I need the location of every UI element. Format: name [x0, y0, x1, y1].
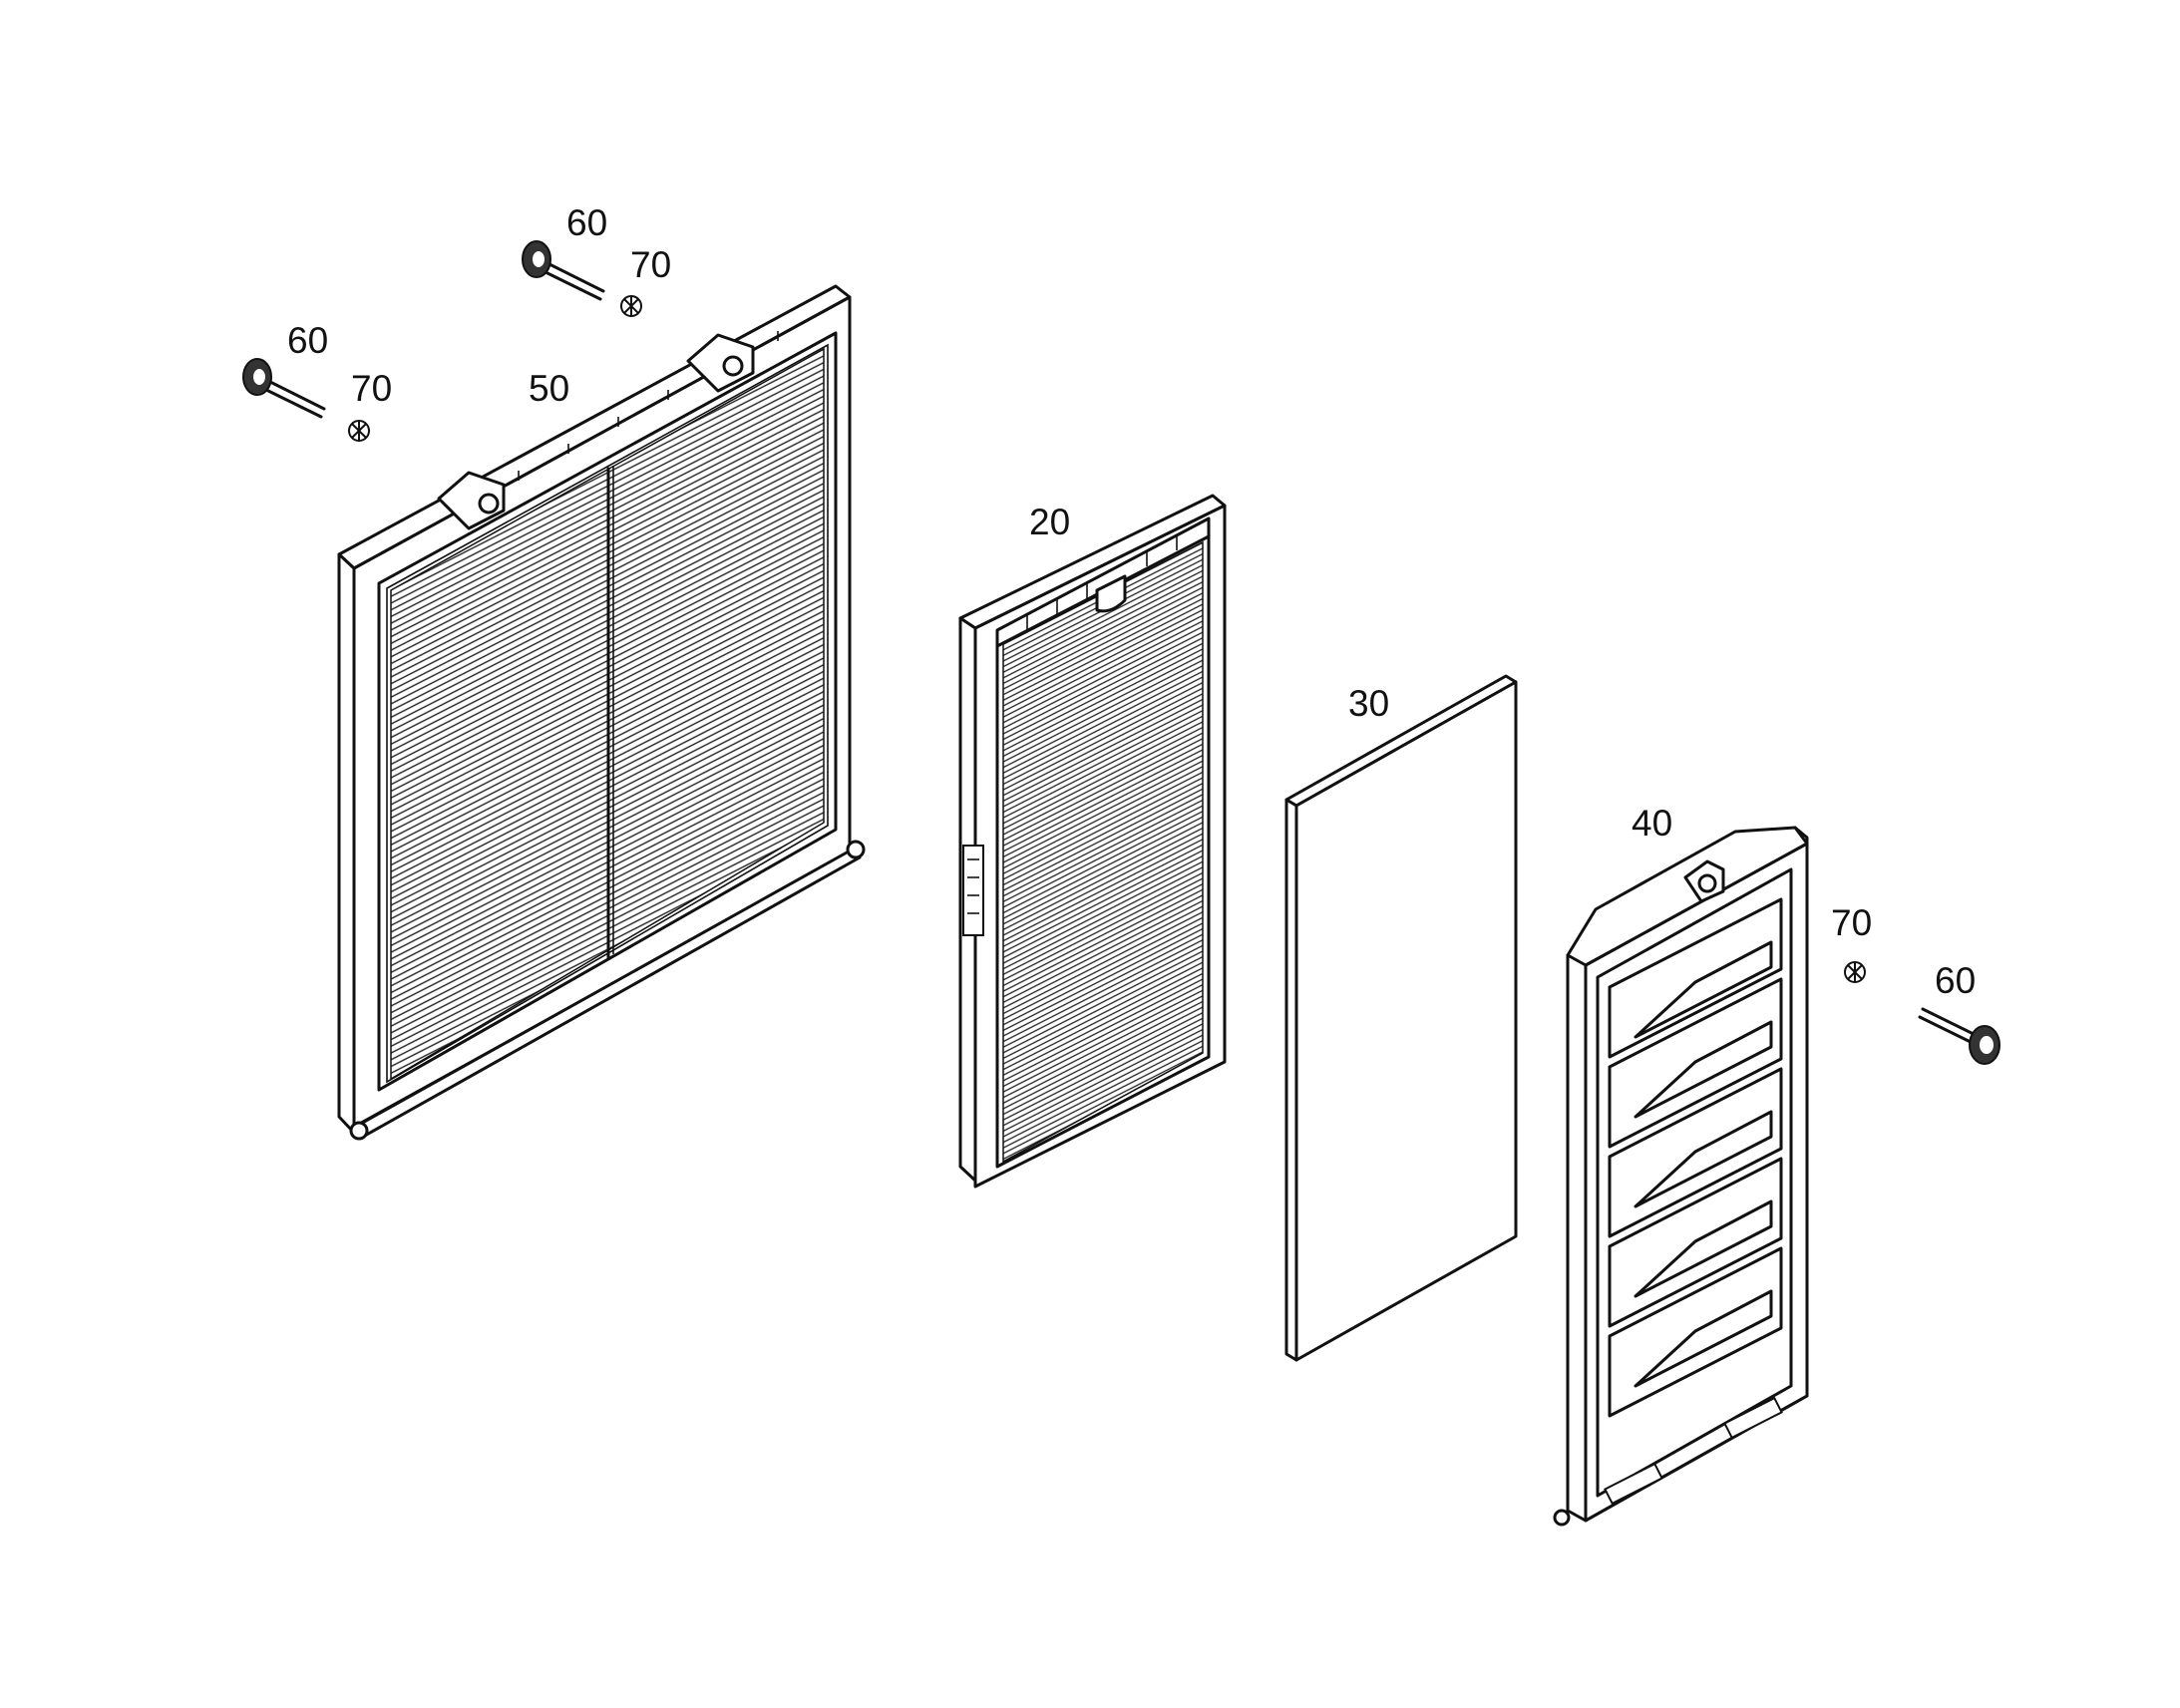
part-30-pad [1284, 674, 1518, 1362]
part-40-cover [1553, 826, 1809, 1527]
part-20-filter [958, 494, 1227, 1189]
part-60-knob-upper [522, 240, 605, 301]
callout-70-upper: 70 [630, 244, 671, 285]
callout-60-right: 60 [1935, 960, 1976, 1001]
part-50-outer-frame [337, 284, 866, 1141]
callout-30: 30 [1348, 683, 1389, 724]
callout-70-left: 70 [351, 368, 392, 409]
part-60-knob-right [1918, 1007, 2000, 1065]
callout-50: 50 [529, 368, 569, 409]
part-60-knob-left [242, 358, 326, 419]
part-70-washer-upper [620, 295, 642, 317]
callout-60-upper: 60 [566, 202, 607, 243]
part-70-washer-right [1844, 961, 1866, 983]
callout-70-right: 70 [1831, 902, 1872, 943]
callout-20: 20 [1029, 502, 1070, 542]
callout-60-left: 60 [287, 320, 328, 361]
part-70-washer-left [348, 420, 370, 442]
callout-40: 40 [1632, 803, 1672, 844]
